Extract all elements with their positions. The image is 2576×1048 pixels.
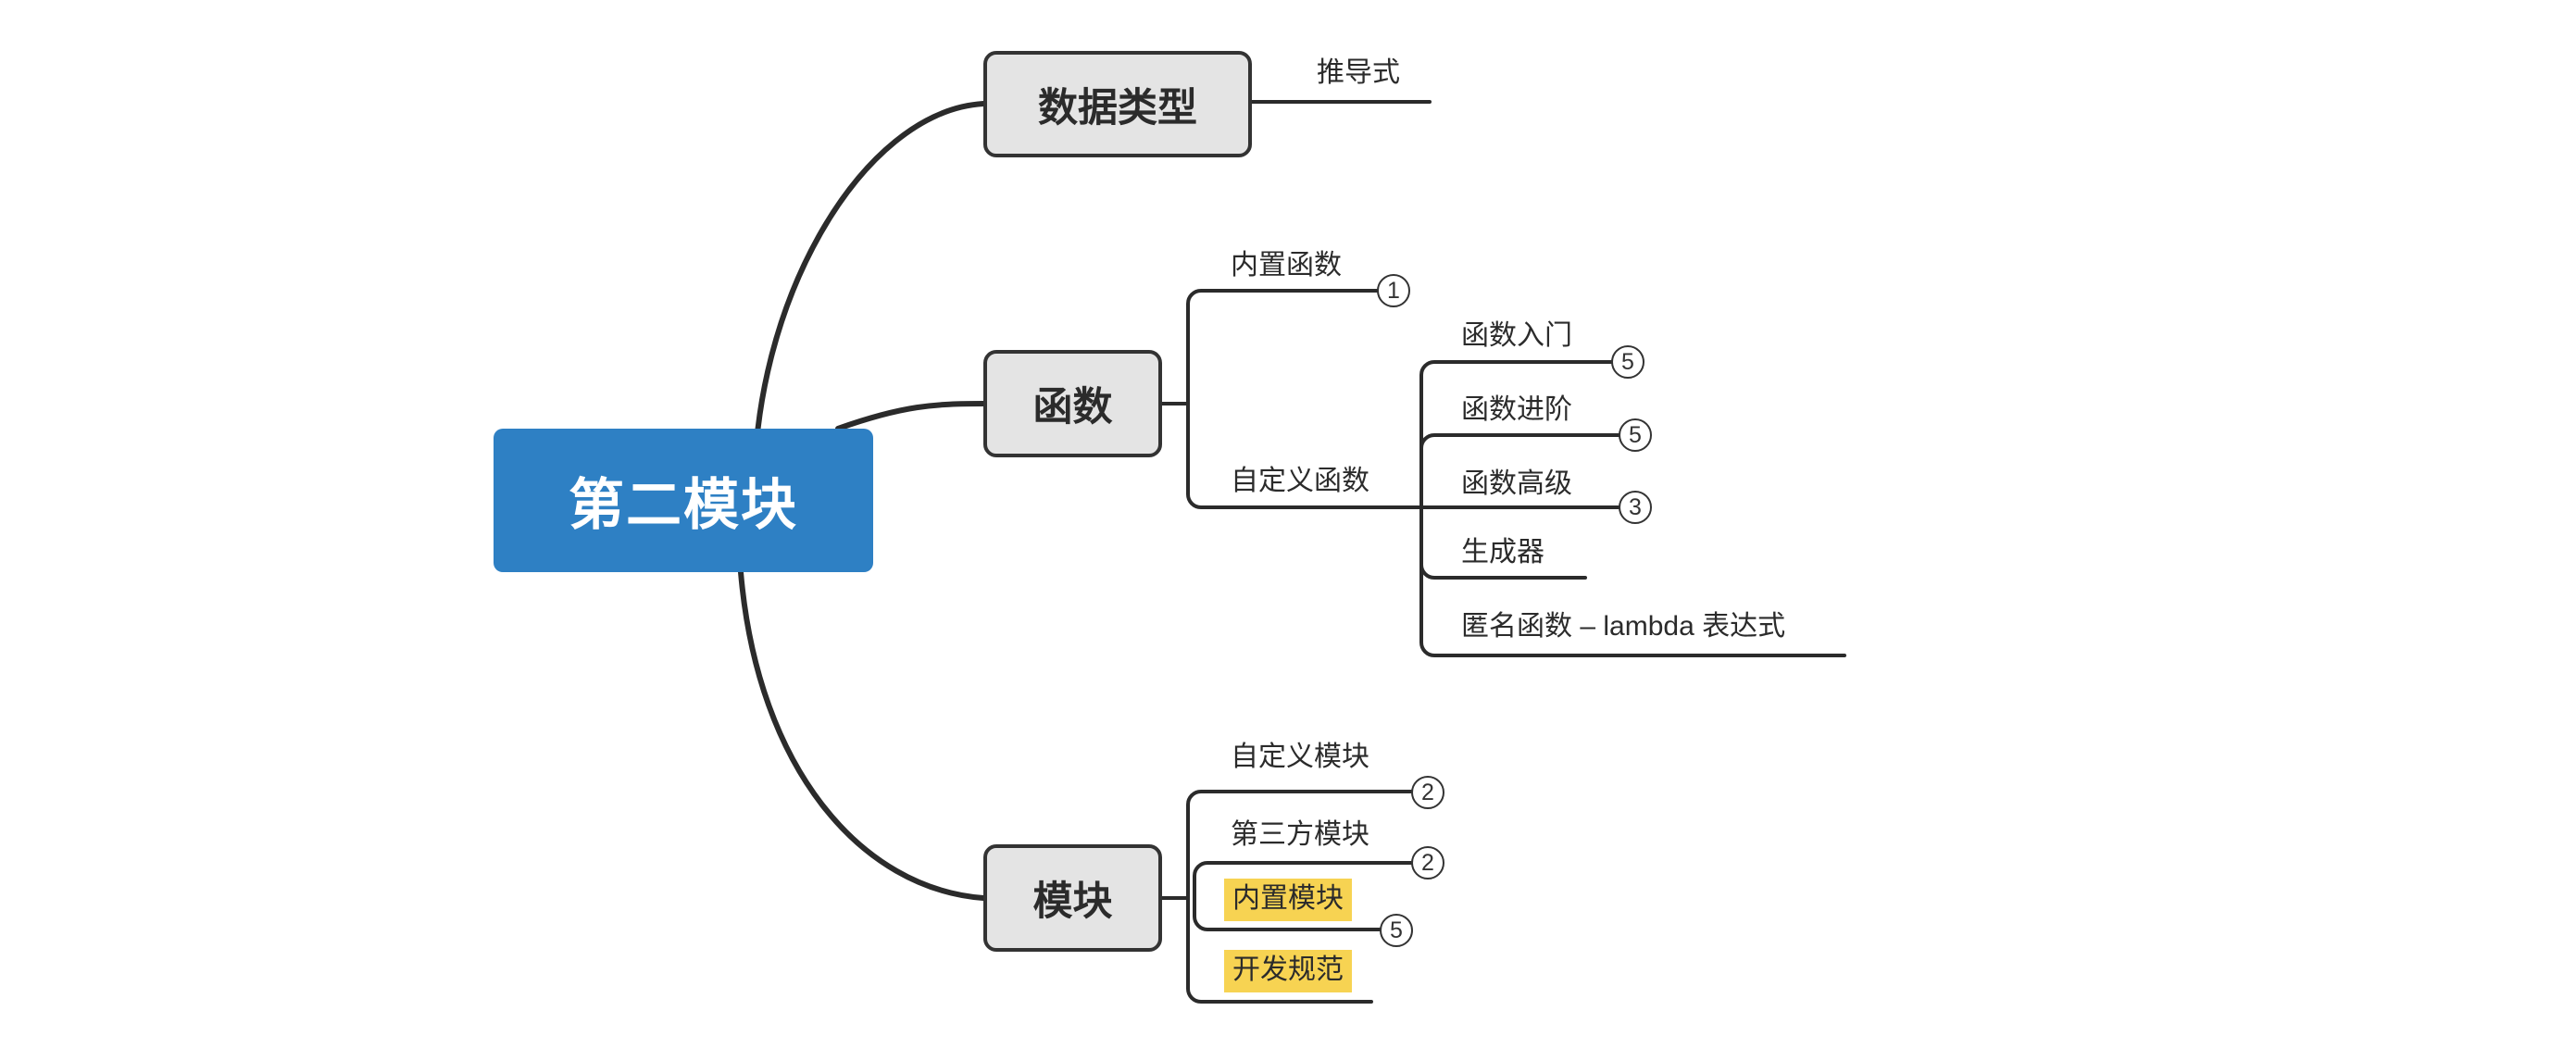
leaf-label-custom-module[interactable]: 自定义模块 — [1231, 742, 1369, 772]
badge-count-function-intro: 5 — [1611, 345, 1644, 379]
connector-root-to-functions — [835, 401, 986, 431]
leaf-label-custom-functions[interactable]: 自定义函数 — [1231, 466, 1369, 496]
leaf-label-dev-standard[interactable]: 开发规范 — [1224, 950, 1352, 992]
subleafline-function-advanced — [1419, 433, 1620, 450]
badge-count-third-party-module: 2 — [1411, 846, 1444, 880]
leaf-label-deduction[interactable]: 推导式 — [1317, 57, 1400, 88]
badge-count-builtin-module: 5 — [1380, 914, 1413, 947]
leaf-label-function-intro[interactable]: 函数入门 — [1461, 320, 1572, 351]
root-node[interactable]: 第二模块 — [494, 429, 873, 572]
branch-node-functions[interactable]: 函数 — [983, 350, 1162, 457]
branch-node-data-types[interactable]: 数据类型 — [983, 51, 1252, 157]
leaf-label-builtin-module[interactable]: 内置模块 — [1224, 879, 1352, 921]
badge-count-builtin-functions: 1 — [1377, 274, 1410, 307]
badge-count-function-expert: 3 — [1619, 491, 1652, 524]
leaf-label-function-advanced[interactable]: 函数进阶 — [1461, 394, 1572, 425]
leaf-label-builtin-functions[interactable]: 内置函数 — [1231, 250, 1342, 281]
branch-node-label: 数据类型 — [1038, 85, 1197, 131]
badge-count-function-advanced: 5 — [1619, 418, 1652, 452]
branch-node-label: 函数 — [1032, 385, 1113, 430]
leaf-label-third-party-module[interactable]: 第三方模块 — [1231, 819, 1369, 850]
leaf-label-function-expert[interactable]: 函数高级 — [1461, 468, 1572, 499]
connector-root-to-modules — [738, 569, 986, 901]
badge-count-custom-module: 2 — [1411, 776, 1444, 809]
leaf-label-lambda[interactable]: 匿名函数 – lambda 表达式 — [1461, 611, 1786, 642]
root-node-label: 第二模块 — [569, 474, 798, 536]
branch-node-label: 模块 — [1032, 880, 1113, 924]
branch-node-modules[interactable]: 模块 — [983, 844, 1162, 952]
leaf-label-generator[interactable]: 生成器 — [1461, 537, 1544, 568]
